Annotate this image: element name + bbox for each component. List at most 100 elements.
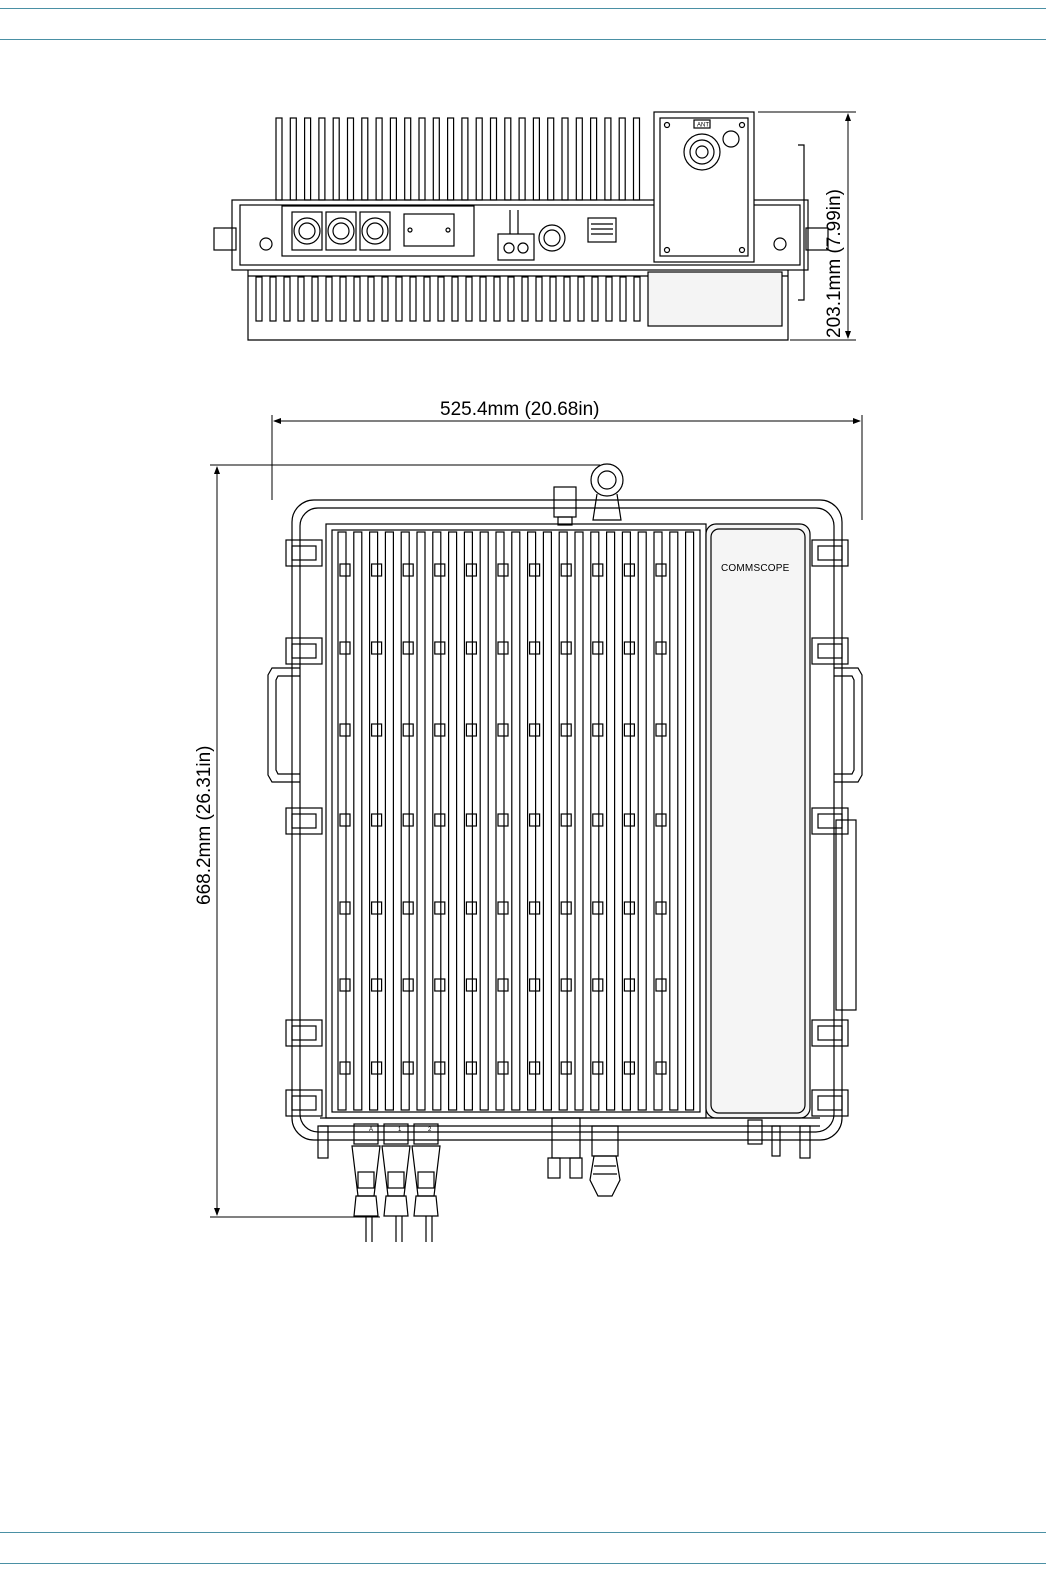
brand-logo: COMMSCOPE (721, 563, 790, 574)
front-width-label: 525.4mm (20.68in) (440, 399, 599, 420)
clamp-inner (817, 813, 843, 829)
fin-clip (339, 1061, 351, 1075)
upper-fin (418, 117, 426, 201)
upper-fin (618, 117, 626, 201)
lower-fin (339, 276, 347, 322)
front-fin (337, 531, 347, 1111)
fin-clip (655, 813, 667, 827)
fin-clip (339, 978, 351, 992)
lower-fin (633, 276, 641, 322)
upper-fin (404, 117, 412, 201)
lower-fin (465, 276, 473, 322)
fin-clip (465, 723, 477, 737)
upper-fin (275, 117, 283, 201)
lower-fin (269, 276, 277, 322)
lower-fin (451, 276, 459, 322)
upper-fin (304, 117, 312, 201)
front-fin (605, 531, 616, 1111)
upper-heat-sink-fins (275, 117, 641, 201)
upper-fin (532, 117, 541, 201)
fin-clip (528, 641, 541, 655)
front-fin (542, 531, 553, 1111)
front-fin (574, 531, 584, 1111)
fin-clip (592, 563, 604, 577)
fin-clip (592, 901, 604, 915)
lower-fin (297, 276, 305, 322)
fin-clip (560, 901, 572, 915)
footer-rule-top (0, 1532, 1046, 1533)
bottom-power-connectors (351, 1123, 441, 1242)
clamp-inner (817, 1095, 843, 1111)
upper-fin (432, 117, 440, 201)
upper-fin (489, 117, 498, 201)
fin-clip (371, 813, 383, 827)
side-height-dimension (758, 111, 856, 341)
fin-clip (560, 1061, 572, 1075)
clamp (285, 1089, 323, 1117)
lower-fin (395, 276, 403, 322)
clamp (285, 539, 323, 567)
fin-clip (497, 978, 509, 992)
header-rule-bottom (0, 39, 1046, 40)
fin-clips (339, 563, 667, 1075)
fin-clip (623, 641, 636, 655)
lower-fin (535, 276, 543, 322)
lower-fin (437, 276, 445, 322)
front-fin (669, 531, 679, 1111)
fin-clip (371, 563, 383, 577)
fin-clip (402, 813, 414, 827)
fin-clip (592, 641, 604, 655)
front-fin (400, 531, 410, 1111)
fin-clip (339, 813, 351, 827)
lower-fin (367, 276, 375, 322)
fin-clip (465, 1061, 477, 1075)
side-height-label: 203.1mm (7.99in) (824, 189, 845, 338)
fin-clip (623, 978, 636, 992)
lower-fin (605, 276, 613, 322)
fin-clip (339, 901, 351, 915)
upper-fin (604, 117, 612, 201)
fin-clip (560, 978, 572, 992)
lower-fin (255, 276, 263, 322)
fin-clip (465, 563, 477, 577)
clamp-inner (291, 643, 317, 659)
clamp (811, 1089, 849, 1117)
upper-fin (504, 117, 512, 201)
port-a-label: A (369, 1127, 373, 1133)
clamp (285, 637, 323, 665)
lower-fin (381, 276, 389, 322)
front-heat-sink-fins (337, 531, 695, 1111)
front-fin (653, 531, 663, 1111)
fin-clip (592, 978, 604, 992)
fin-clip (402, 1061, 414, 1075)
front-fin (621, 531, 632, 1111)
fin-clip (655, 901, 667, 915)
lower-fin (479, 276, 487, 322)
fin-clip (592, 1061, 604, 1075)
front-fin (590, 531, 600, 1111)
upper-fin (589, 117, 598, 201)
front-fin (479, 531, 489, 1111)
fin-clip (623, 1061, 636, 1075)
fin-clip (528, 978, 541, 992)
fin-clip (655, 723, 667, 737)
upper-fin (518, 117, 526, 201)
upper-fin (346, 117, 355, 201)
fin-clip (465, 813, 477, 827)
fin-clip (465, 641, 477, 655)
upper-fin (447, 117, 455, 201)
lower-fin (409, 276, 417, 322)
upper-fin (318, 117, 326, 201)
front-fin (353, 531, 363, 1111)
clamp (285, 1019, 323, 1047)
fin-clip (465, 978, 477, 992)
clamp-inner (291, 1095, 317, 1111)
fin-clip (434, 723, 446, 737)
fin-clip (402, 901, 414, 915)
fin-clip (371, 1061, 383, 1075)
upper-fin (461, 117, 469, 201)
header-rule-top (0, 8, 1046, 9)
fin-clip (434, 813, 446, 827)
clamp (811, 539, 849, 567)
